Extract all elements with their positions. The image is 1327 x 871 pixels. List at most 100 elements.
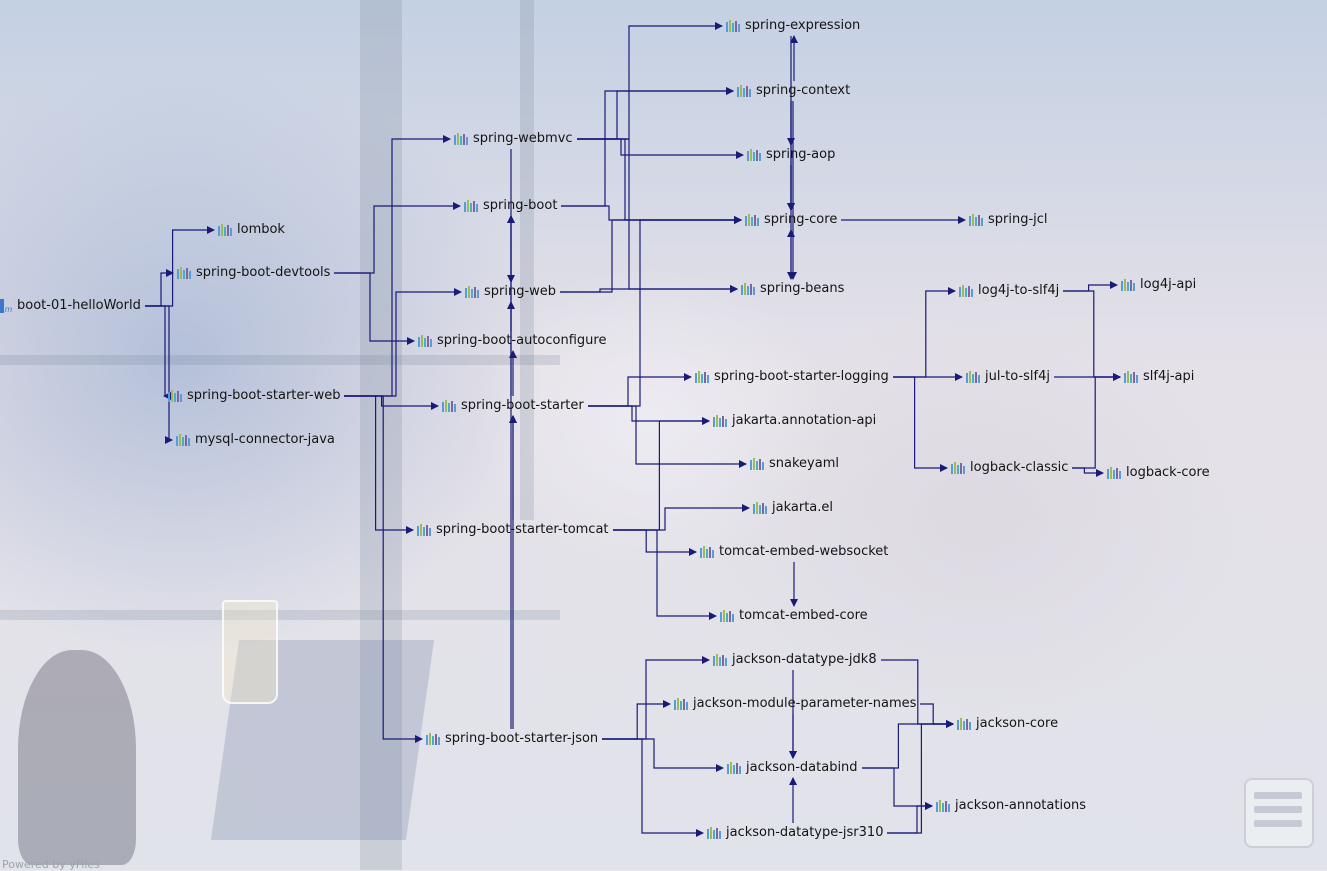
node-lombok[interactable]: lombok xyxy=(218,222,285,238)
node-label: jackson-datatype-jsr310 xyxy=(726,825,884,840)
library-bars-icon xyxy=(969,214,983,226)
node-label: boot-01-helloWorld xyxy=(17,298,141,313)
library-bars-icon xyxy=(176,434,190,446)
node-label: slf4j-api xyxy=(1143,369,1195,384)
node-boot[interactable]: spring-boot xyxy=(464,198,557,214)
edge-starter-tomcat-to-annotation-api xyxy=(613,417,710,531)
library-bars-icon xyxy=(1121,279,1135,291)
node-label: spring-boot-starter xyxy=(461,398,584,413)
node-label: jackson-datatype-jdk8 xyxy=(732,652,877,667)
library-bars-icon xyxy=(966,371,980,383)
node-jakarta-el[interactable]: jakarta.el xyxy=(753,500,833,516)
node-root[interactable]: m boot-01-helloWorld xyxy=(0,298,141,314)
node-core[interactable]: spring-core xyxy=(745,212,837,228)
node-label: jackson-core xyxy=(976,716,1059,731)
edge-log4j-to-slf4j-to-slf4j-api xyxy=(1063,290,1121,381)
overview-panel-icon[interactable] xyxy=(1244,778,1314,848)
edge-starter-logging-to-log4j-to-slf4j xyxy=(893,287,956,378)
node-label: spring-boot-autoconfigure xyxy=(437,333,607,348)
node-databind[interactable]: jackson-databind xyxy=(727,760,858,776)
edge-databind-to-jackson-core xyxy=(862,720,954,769)
node-jackson-core[interactable]: jackson-core xyxy=(957,716,1058,732)
node-label: spring-jcl xyxy=(988,212,1048,227)
node-logback-classic[interactable]: logback-classic xyxy=(951,460,1068,476)
node-label: spring-aop xyxy=(766,147,836,162)
node-label: lombok xyxy=(237,222,285,237)
edge-logback-classic-to-logback-core xyxy=(1072,467,1104,477)
edge-starter-to-core xyxy=(588,216,742,407)
node-context[interactable]: spring-context xyxy=(737,83,850,99)
node-autoconfigure[interactable]: spring-boot-autoconfigure xyxy=(418,333,606,349)
edge-log4j-to-slf4j-to-log4j-api xyxy=(1063,281,1118,292)
library-bars-icon xyxy=(726,20,740,32)
node-mysql[interactable]: mysql-connector-java xyxy=(176,432,335,448)
node-label: spring-webmvc xyxy=(473,131,573,146)
node-param-names[interactable]: jackson-module-parameter-names xyxy=(674,696,916,712)
node-label: jakarta.annotation-api xyxy=(732,413,877,428)
edge-databind-to-jackson-annotations xyxy=(862,767,933,810)
library-bars-icon xyxy=(753,502,767,514)
svg-text:m: m xyxy=(5,305,13,313)
node-label: log4j-to-slf4j xyxy=(978,283,1060,298)
library-bars-icon xyxy=(674,698,688,710)
edge-param-names-to-jackson-core xyxy=(920,703,954,728)
node-starter[interactable]: spring-boot-starter xyxy=(442,398,584,414)
edge-starter-to-annotation-api xyxy=(588,405,710,425)
node-webmvc[interactable]: spring-webmvc xyxy=(454,131,573,147)
edge-boot-to-core xyxy=(561,205,742,224)
library-bars-icon xyxy=(747,149,761,161)
cat-silhouette xyxy=(18,650,136,865)
node-label: spring-expression xyxy=(745,18,861,33)
node-label: logback-core xyxy=(1126,465,1210,480)
edge-logback-classic-to-slf4j-api xyxy=(1072,373,1121,469)
node-starter-logging[interactable]: spring-boot-starter-logging xyxy=(695,369,889,385)
node-jsr310[interactable]: jackson-datatype-jsr310 xyxy=(707,825,883,841)
node-log4j-api[interactable]: log4j-api xyxy=(1121,277,1196,293)
library-bars-icon xyxy=(700,546,714,558)
node-label: logback-classic xyxy=(970,460,1069,475)
node-label: spring-beans xyxy=(760,281,845,296)
node-label: jackson-databind xyxy=(746,760,858,775)
node-expression[interactable]: spring-expression xyxy=(726,18,860,34)
node-label: log4j-api xyxy=(1140,277,1197,292)
node-jcl[interactable]: spring-jcl xyxy=(969,212,1048,228)
node-slf4j-api[interactable]: slf4j-api xyxy=(1124,369,1194,385)
node-jdk8[interactable]: jackson-datatype-jdk8 xyxy=(713,652,877,668)
node-logback-core[interactable]: logback-core xyxy=(1107,465,1210,481)
window-pillar-2 xyxy=(520,0,534,520)
edge-starter-tomcat-to-jakarta-el xyxy=(613,504,750,531)
edge-webmvc-to-context xyxy=(577,87,734,140)
edge-webmvc-to-core xyxy=(577,138,742,224)
node-starter-web[interactable]: spring-boot-starter-web xyxy=(168,388,340,404)
node-web[interactable]: spring-web xyxy=(465,284,556,300)
node-label: jackson-module-parameter-names xyxy=(693,696,917,711)
edge-web-to-beans xyxy=(560,285,738,293)
node-label: spring-boot-starter-logging xyxy=(714,369,889,384)
library-bars-icon xyxy=(727,762,741,774)
library-bars-icon xyxy=(454,133,468,145)
edge-jdk8-to-jackson-core xyxy=(881,659,954,728)
node-label: spring-web xyxy=(484,284,557,299)
node-websocket[interactable]: tomcat-embed-websocket xyxy=(700,544,888,560)
node-label: spring-boot-starter-tomcat xyxy=(436,522,609,537)
library-bars-icon xyxy=(745,214,759,226)
node-aop[interactable]: spring-aop xyxy=(747,147,835,163)
edge-root-to-starter-web xyxy=(145,305,171,400)
node-jackson-annotations[interactable]: jackson-annotations xyxy=(936,798,1086,814)
library-bars-icon xyxy=(418,335,432,347)
node-devtools[interactable]: spring-boot-devtools xyxy=(177,265,330,281)
edge-starter-web-to-starter xyxy=(344,395,439,410)
node-beans[interactable]: spring-beans xyxy=(741,281,844,297)
node-snakeyaml[interactable]: snakeyaml xyxy=(750,456,839,472)
node-tomcat-core[interactable]: tomcat-embed-core xyxy=(720,608,868,624)
node-starter-tomcat[interactable]: spring-boot-starter-tomcat xyxy=(417,522,609,538)
maven-module-icon: m xyxy=(0,299,12,313)
node-label: spring-context xyxy=(756,83,851,98)
library-bars-icon xyxy=(417,524,431,536)
node-jul-to-slf4j[interactable]: jul-to-slf4j xyxy=(966,369,1050,385)
node-starter-json[interactable]: spring-boot-starter-json xyxy=(426,731,598,747)
node-log4j-to-slf4j[interactable]: log4j-to-slf4j xyxy=(959,283,1059,299)
library-bars-icon xyxy=(957,718,971,730)
node-annotation-api[interactable]: jakarta.annotation-api xyxy=(713,413,876,429)
